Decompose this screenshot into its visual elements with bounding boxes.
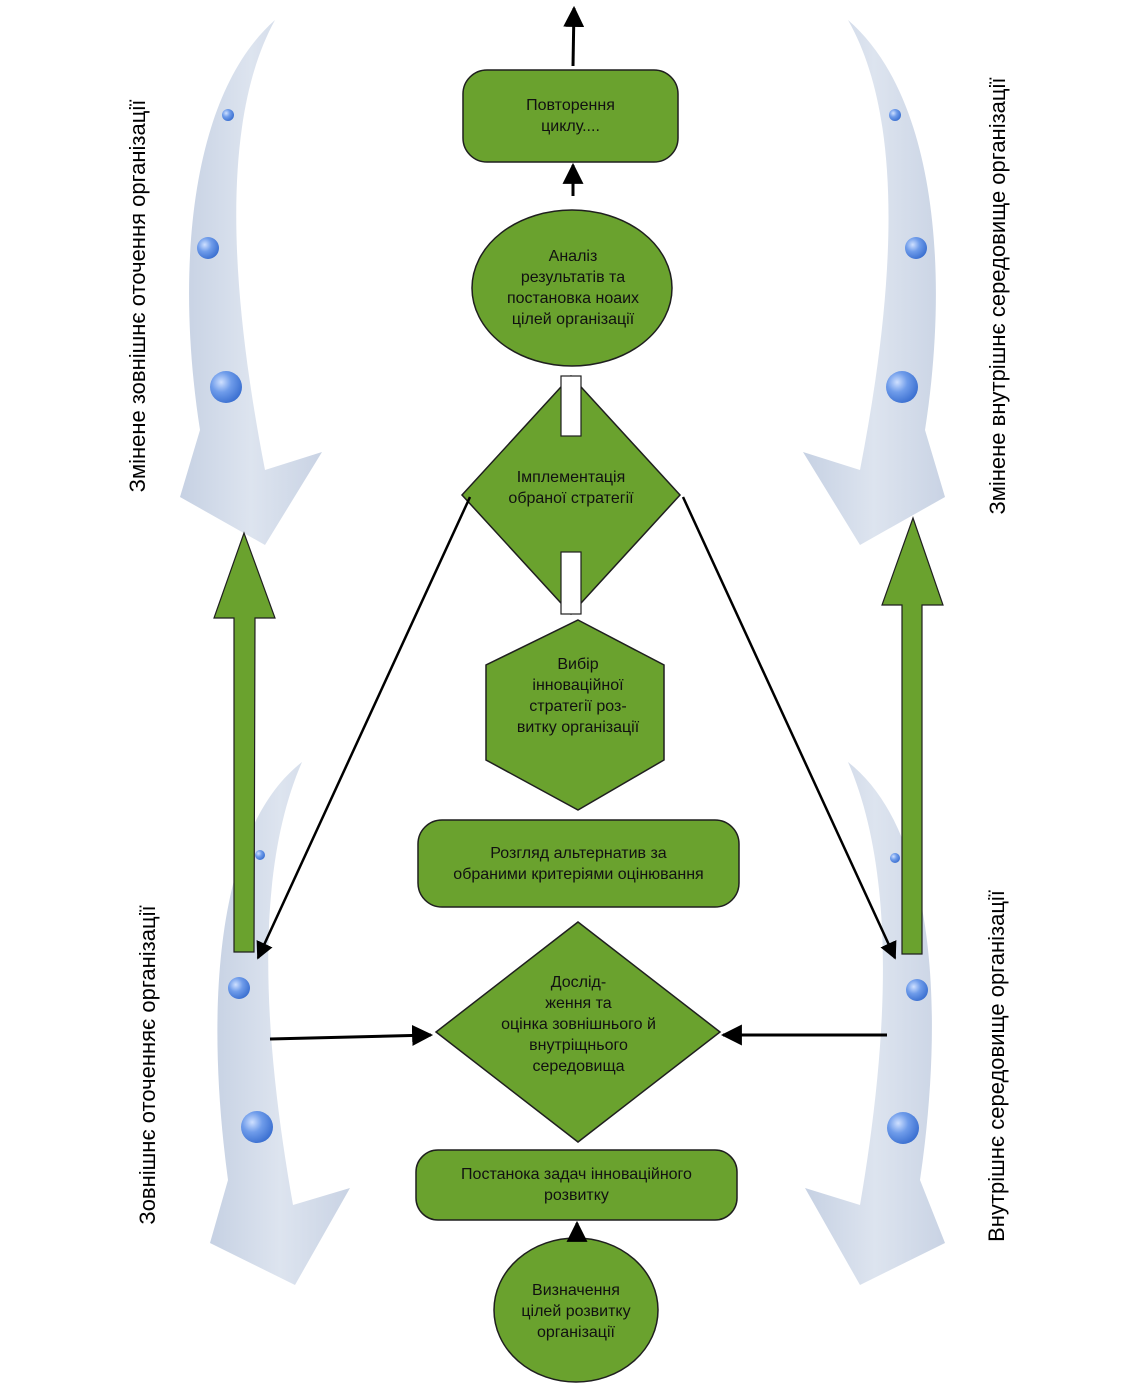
swoosh-bottom-right: [805, 762, 945, 1285]
node-tasks-shape: [415, 1149, 738, 1221]
swoosh-top-right: [803, 20, 945, 545]
node-repeat-shape: [462, 69, 679, 163]
swoosh-top-left: [180, 20, 322, 545]
green-up-arrow-right: [881, 516, 944, 955]
diagonal-connectors: [256, 496, 897, 960]
arrow-implementation-to-right: [681, 496, 897, 960]
node-research-shape: [434, 921, 722, 1143]
arrow-implementation-to-left: [256, 496, 472, 960]
arrow-external-to-research: [269, 1024, 434, 1046]
green-up-arrow-left: [213, 531, 276, 953]
node-alternatives-shape: [417, 819, 740, 908]
implementation-notch-top: [560, 375, 582, 437]
node-analysis-shape: [471, 209, 673, 367]
flow-connectors: [269, 5, 887, 1242]
node-strategy-choice-shape: [485, 619, 665, 811]
node-goals-shape: [493, 1237, 659, 1383]
arrow-repeat-out: [563, 5, 585, 67]
implementation-notch-bottom: [560, 551, 582, 615]
swoosh-bottom-left: [210, 762, 350, 1285]
